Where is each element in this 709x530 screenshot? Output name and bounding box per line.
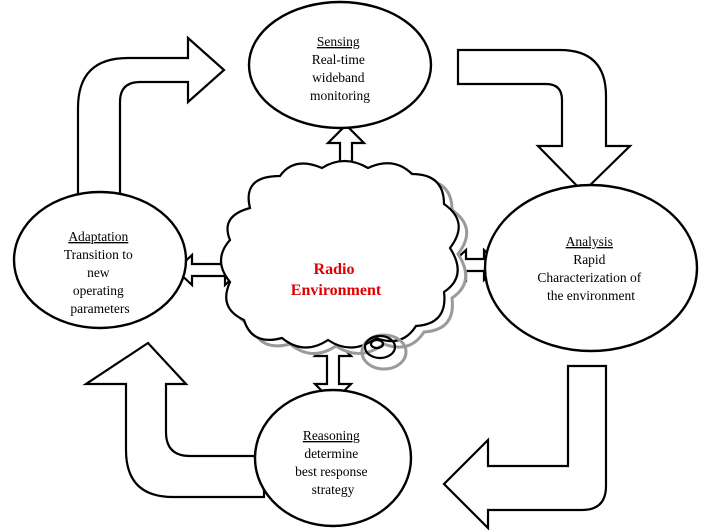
node-sensing: Sensing Real-time wideband monitoring [247,0,433,130]
reasoning-line-1: determine [304,446,358,461]
arrow-reasoning-to-adaptation [82,341,266,499]
cloud-outline [219,159,460,349]
reasoning-title: Reasoning [303,428,360,443]
analysis-title: Analysis [566,234,613,249]
analysis-line-2: Characterization of [537,270,641,285]
svg-text:Radio Environment: Radio Environment [291,261,382,299]
radio-environment-cloud: Radio Environment [219,159,469,371]
node-analysis: Analysis Rapid Characterization of the e… [483,183,699,353]
analysis-line-1: Rapid [573,252,605,267]
cloud-swirl-shadow [360,333,408,371]
adaptation-line-4: parameters [70,301,129,316]
adaptation-line-3: operating [73,283,124,298]
svg-text:Adaptation Transition to: Adaptation Transition to new operating p… [64,229,136,316]
arrow-adaptation-to-sensing [76,35,226,198]
adaptation-line-1: Transition to [64,247,133,262]
sensing-line-2: wideband [312,70,365,85]
adaptation-line-2: new [87,265,110,280]
svg-text:Analysis Rapid Cha: Analysis Rapid Characterization of the e… [537,234,644,303]
sensing-line-3: monitoring [310,88,370,103]
arrow-sensing-to-analysis [456,48,633,194]
sensing-title: Sensing [317,34,360,49]
svg-text:Sensing Real-time: Sensing Real-time wideband monitoring [310,34,370,103]
node-reasoning: Reasoning determine best response strate… [253,388,413,528]
arrow-analysis-to-reasoning [442,364,608,530]
reasoning-line-3: strategy [312,482,355,497]
center-label-line2: Environment [291,282,382,299]
node-adaptation: Adaptation Transition to new operating p… [12,190,188,330]
center-label-line1: Radio [314,261,355,278]
sensing-line-1: Real-time [312,52,365,67]
reasoning-line-2: best response [295,464,367,479]
cloud-swirl-outer [363,334,397,360]
analysis-line-3: the environment [547,288,635,303]
adaptation-title: Adaptation [68,229,128,244]
cloud-swirl-inner [369,338,385,350]
svg-text:Reasoning determine: Reasoning determine best response strate… [295,428,371,497]
